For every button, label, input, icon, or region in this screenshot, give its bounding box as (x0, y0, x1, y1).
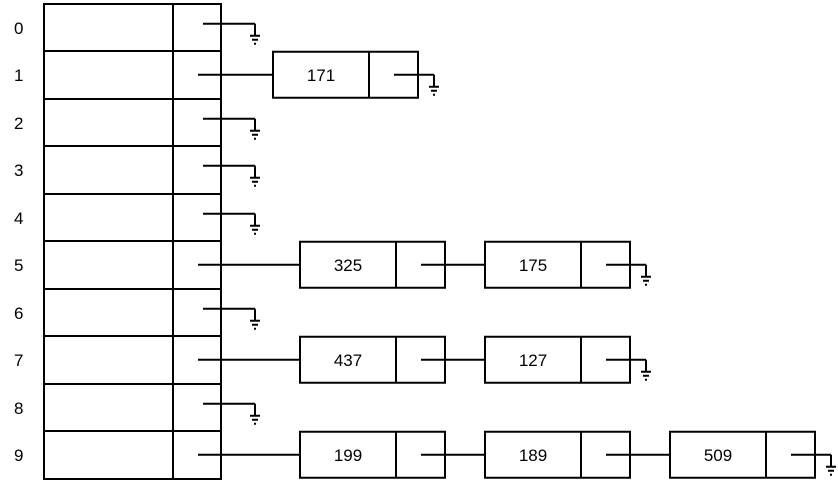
node-value: 171 (307, 66, 335, 85)
slot-index-label: 9 (14, 446, 23, 465)
table-row-2 (43, 98, 222, 147)
slot-key-cell (43, 335, 174, 385)
slot-pointer-cell (172, 145, 222, 195)
slot-pointer-cell (172, 288, 222, 337)
table-row-7 (43, 335, 222, 385)
slot-pointer-cell (172, 193, 222, 242)
null-ground-icon (250, 213, 260, 235)
null-ground-icon (641, 359, 651, 381)
node-value: 175 (519, 256, 547, 275)
slot-index-label: 4 (14, 209, 23, 228)
table-row-1 (43, 50, 222, 100)
node-value-cell (272, 50, 419, 99)
slot-index-label: 1 (14, 66, 23, 85)
null-ground-icon (250, 165, 260, 187)
hash-table (43, 3, 222, 480)
slot-index-label: 5 (14, 256, 23, 275)
node-value-cell (484, 430, 631, 479)
node-value-cell (299, 335, 446, 384)
null-ground-icon (641, 264, 651, 286)
list-node: 509 (669, 430, 816, 479)
list-node: 325 (299, 240, 446, 289)
slot-index-labels: 0 1 2 3 4 5 6 7 8 9 (14, 19, 23, 465)
table-row-9 (43, 430, 222, 480)
slot-key-cell (43, 383, 174, 432)
node-value-cell (669, 430, 816, 479)
table-row-4 (43, 193, 222, 242)
slot-key-cell (43, 288, 174, 337)
slot-key-cell (43, 240, 174, 290)
null-ground-icon (250, 118, 260, 140)
slot-key-cell (43, 193, 174, 242)
slot-index-label: 2 (14, 114, 23, 133)
node-value-cell (299, 430, 446, 479)
node-value: 509 (704, 446, 732, 465)
slot-index-label: 0 (14, 19, 23, 38)
node-value-cell (299, 240, 446, 289)
slot-pointer-cell (172, 383, 222, 432)
table-row-8 (43, 383, 222, 432)
slot-key-cell (43, 98, 174, 147)
node-value: 199 (334, 446, 362, 465)
node-value: 127 (519, 351, 547, 370)
linked-list-chains: 171 325 175 437 127 199 189 509 (198, 22, 836, 479)
node-value: 325 (334, 256, 362, 275)
node-value: 437 (334, 351, 362, 370)
table-row-3 (43, 145, 222, 195)
slot-index-label: 3 (14, 161, 23, 180)
list-node: 437 (299, 335, 446, 384)
slot-pointer-cell (172, 3, 222, 52)
null-ground-icon (826, 454, 836, 476)
table-row-5 (43, 240, 222, 290)
list-node: 175 (484, 240, 631, 289)
slot-key-cell (43, 50, 174, 100)
null-ground-icon (250, 403, 260, 425)
null-ground-icon (250, 23, 260, 45)
list-node: 171 (272, 50, 419, 99)
slot-index-label: 6 (14, 304, 23, 323)
slot-key-cell (43, 3, 174, 52)
slot-index-label: 8 (14, 399, 23, 418)
node-value-cell (484, 240, 631, 289)
null-ground-icon (250, 308, 260, 330)
table-row-0 (43, 3, 222, 52)
slot-pointer-cell (172, 98, 222, 147)
slot-key-cell (43, 430, 174, 480)
slot-key-cell (43, 145, 174, 195)
list-node: 189 (484, 430, 631, 479)
node-value: 189 (519, 446, 547, 465)
slot-index-label: 7 (14, 351, 23, 370)
list-node: 199 (299, 430, 446, 479)
table-row-6 (43, 288, 222, 337)
null-ground-icon (429, 74, 439, 96)
